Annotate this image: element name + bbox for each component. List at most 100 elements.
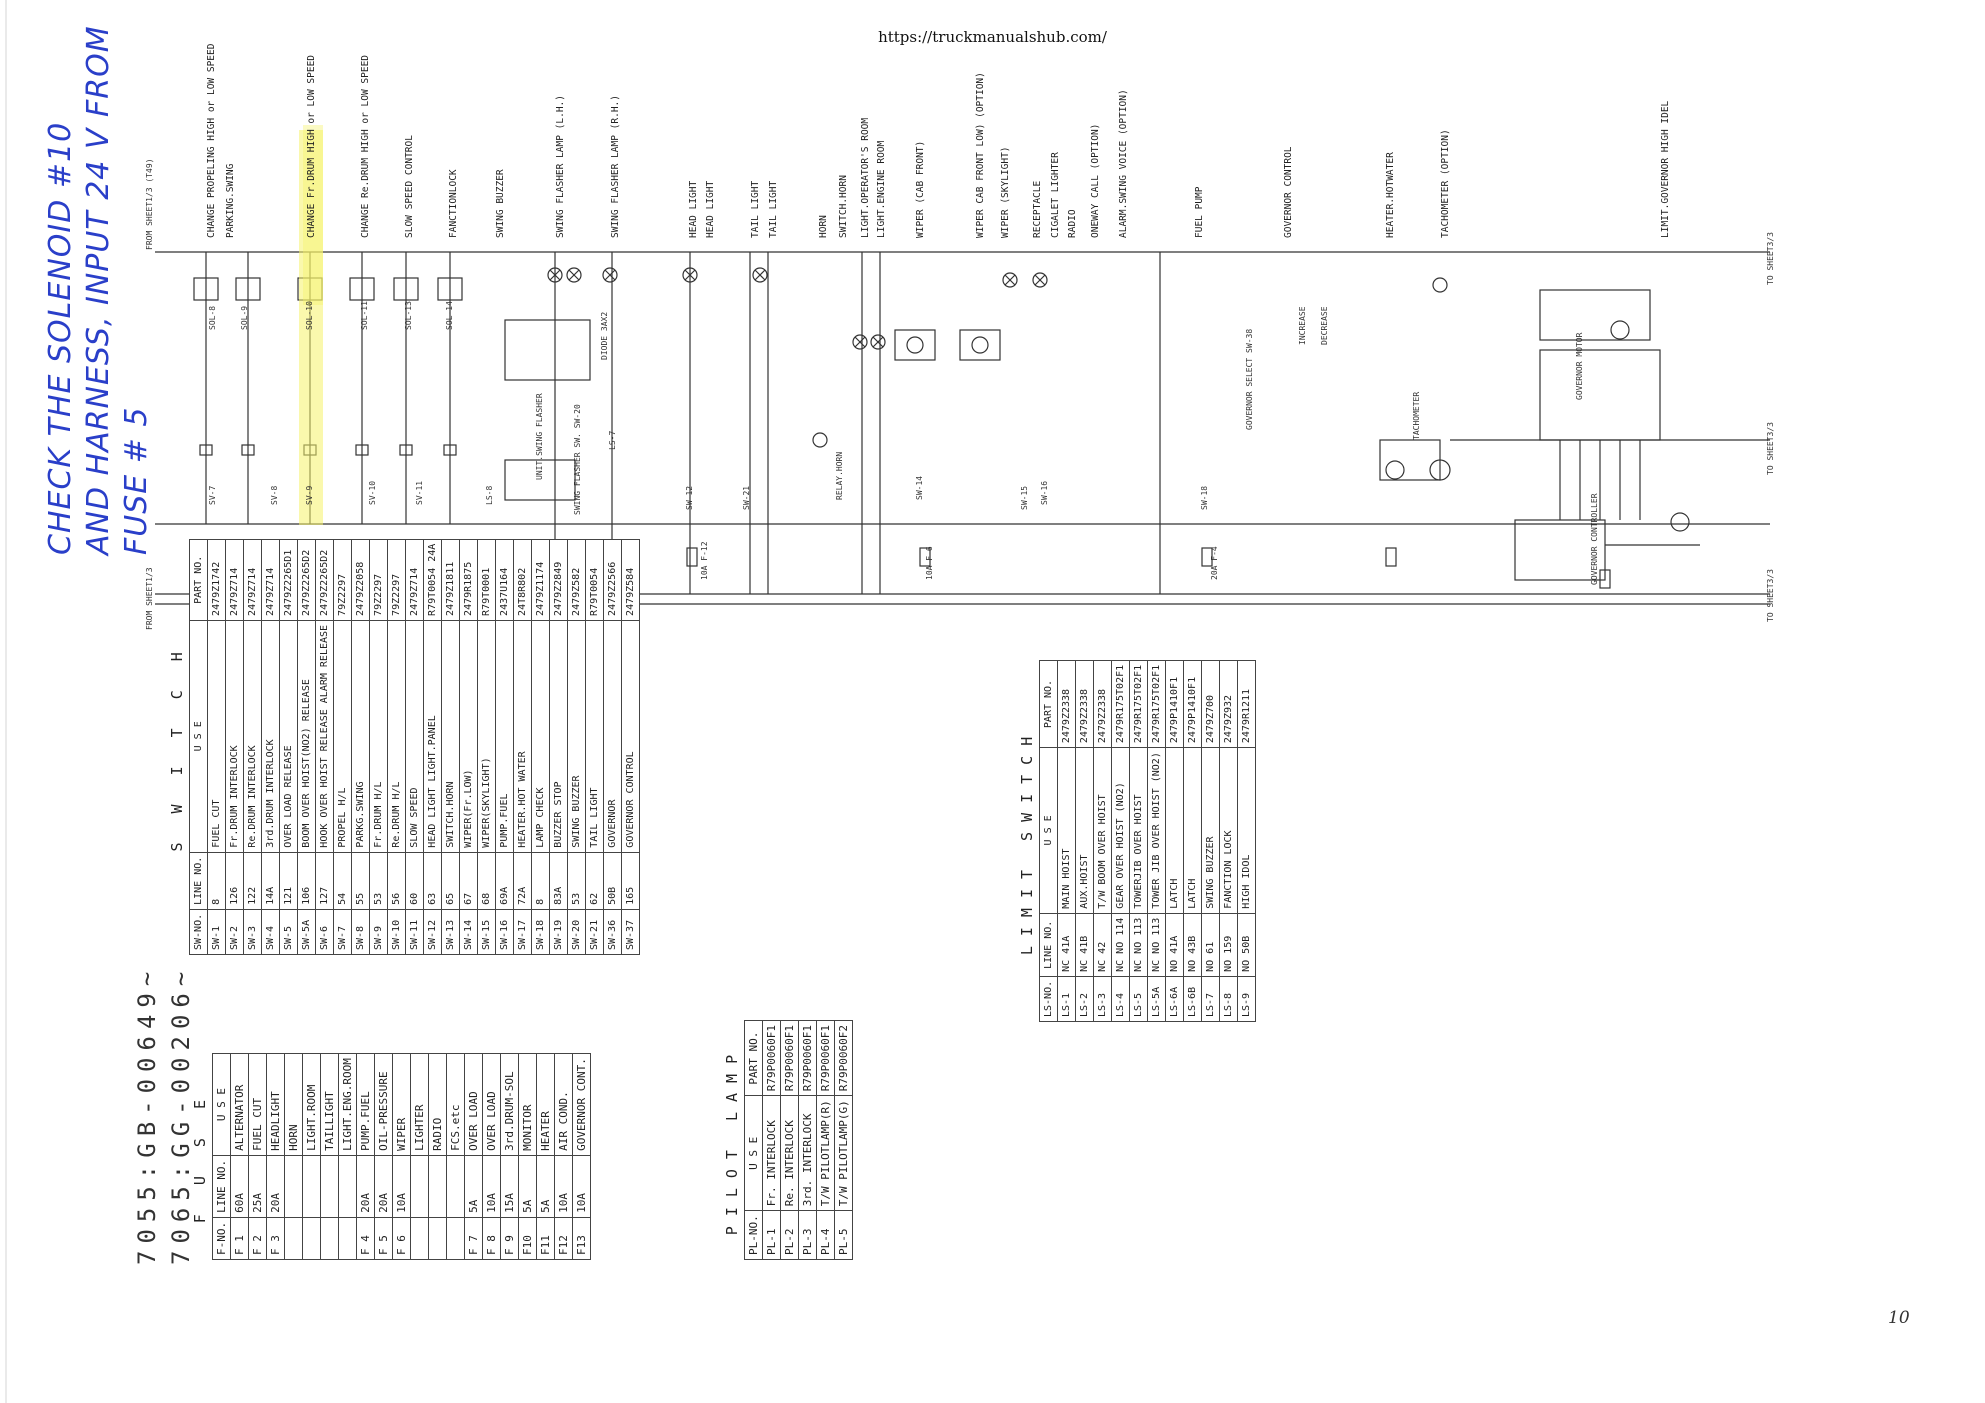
component-label: 10A F-6	[925, 546, 934, 580]
sheet-ref-to-bottom: TO SHEET3/3	[1766, 569, 1775, 622]
circuit-label: CIGALET LIGHTER	[1050, 152, 1061, 238]
sheet-ref-from-top: FROM SHEET1/3 (T49)	[145, 158, 154, 250]
connector-box	[399, 444, 413, 456]
table-cell: 2479Z2566	[603, 539, 622, 621]
table-cell: F 4	[356, 1217, 375, 1260]
table-cell: 2479Z2338	[1093, 660, 1112, 748]
table-cell: 2479R1211	[1237, 660, 1256, 748]
highlight-marker	[299, 130, 323, 525]
table-cell: PARKG.SWING	[351, 620, 370, 853]
table-cell	[284, 1155, 303, 1218]
component-label: GOVERNOR CONTROLLER	[1590, 493, 1599, 585]
table-row: FCS.etc	[446, 1053, 465, 1260]
table-cell: 79Z2297	[369, 539, 388, 621]
table-cell: F 6	[392, 1217, 411, 1260]
circuit-label: LIGHT.ENGINE ROOM	[876, 140, 887, 238]
table-cell: R79P0060F1	[762, 1020, 781, 1096]
table-cell: SW-6	[315, 909, 334, 955]
component-label: SW-14	[915, 475, 924, 500]
table-cell: NO 43B	[1183, 913, 1202, 977]
table-cell	[320, 1217, 339, 1260]
table-cell: 165	[621, 852, 640, 910]
table-cell: 2479Z932	[1219, 660, 1238, 748]
solenoid-symbol	[393, 277, 419, 301]
table-cell: 79Z2297	[333, 539, 352, 621]
circuit-label: WIPER (SKYLIGHT)	[1000, 146, 1011, 238]
solenoid-symbol	[349, 277, 375, 301]
table-cell: 2479R175T02F1	[1129, 660, 1148, 748]
table-cell: 2479Z584	[621, 539, 640, 621]
switch-table-title: S W I T C H	[168, 642, 186, 852]
table-cell: LS-7	[1201, 976, 1220, 1022]
table-cell: SW-5	[279, 909, 298, 955]
table-cell: Re.DRUM H/L	[387, 620, 406, 853]
table-cell: GOVERNOR CONTROL	[621, 620, 640, 853]
table-cell: SW-12	[423, 909, 442, 955]
table-cell: WIPER(SKYLIGHT)	[477, 620, 496, 853]
table-cell: 2479Z714	[243, 539, 262, 621]
table-cell: TAILLIGHT	[320, 1053, 339, 1156]
table-cell: R79P0060F1	[816, 1020, 835, 1096]
column-header: LINE NO.	[1039, 913, 1058, 977]
table-cell: HIGH IDOL	[1237, 747, 1256, 914]
table-cell: 65	[441, 852, 460, 910]
table-cell: Re.DRUM INTERLOCK	[243, 620, 262, 853]
circuit-label: SWING BUZZER	[495, 169, 506, 238]
table-cell: 2479Z714	[261, 539, 280, 621]
component-label: SOL-10	[305, 301, 314, 330]
solenoid-symbol	[437, 277, 463, 301]
component-label: TACHOMETER	[1412, 391, 1421, 440]
table-cell: SW-21	[585, 909, 604, 955]
table-cell: F10	[518, 1217, 537, 1260]
component-label: SW-16	[1040, 480, 1049, 505]
fuse-table-title: F U S E	[191, 1089, 209, 1224]
component-label: DECREASE	[1320, 306, 1329, 345]
sheet-ref-to-mid: TO SHEET3/3	[1766, 422, 1775, 475]
table-row: LIGHT.ENG.ROOM	[338, 1053, 357, 1260]
table-cell: F 1	[230, 1217, 249, 1260]
component-label: RELAY.HORN	[835, 451, 844, 500]
pilot-lamp-table-title: PILOT LAMP	[723, 1044, 741, 1236]
table-cell: 2479P1410F1	[1165, 660, 1184, 748]
table-cell: HEAD LIGHT LIGHT.PANEL	[423, 620, 442, 853]
table-cell: 5A	[464, 1155, 483, 1218]
table-cell: PUMP.FUEL	[495, 620, 514, 853]
lamp-symbol	[1002, 272, 1018, 288]
table-cell: F 5	[374, 1217, 393, 1260]
circuit-label: LIMIT.GOVERNOR HIGH IDEL	[1660, 100, 1671, 238]
sheet-ref-from-bottom: FROM SHEET1/3	[145, 567, 154, 630]
column-header: LINE NO.	[212, 1155, 231, 1218]
solenoid-symbol	[235, 277, 261, 301]
table-cell: LS-6A	[1165, 976, 1184, 1022]
table-cell: BOOM OVER HOIST(NO2) RELEASE	[297, 620, 316, 853]
component-label: SW-15	[1020, 485, 1029, 510]
table-cell: SW-8	[351, 909, 370, 955]
table-header-row: F-NO.LINE NO.U S E	[212, 1053, 231, 1260]
connector-box	[443, 444, 457, 456]
table-cell: LS-9	[1237, 976, 1256, 1022]
connector-box	[199, 444, 213, 456]
table-cell: SW-3	[243, 909, 262, 955]
table-cell: 2479R175T02F1	[1147, 660, 1166, 748]
source-url[interactable]: https://truckmanualshub.com/	[878, 28, 1107, 46]
table-cell: 63	[423, 852, 442, 910]
component-label: SW-12	[685, 485, 694, 510]
table-cell: SWITCH.HORN	[441, 620, 460, 853]
table-cell: 5A	[536, 1155, 555, 1218]
